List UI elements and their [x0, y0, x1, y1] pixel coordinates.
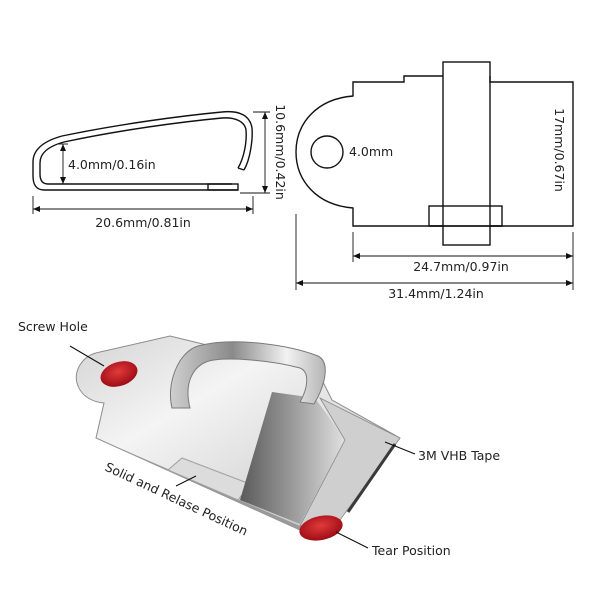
leader-tape — [384, 441, 416, 455]
top-view-drawing — [295, 61, 574, 246]
spring-loop — [170, 341, 326, 409]
top-view-dimensions — [295, 214, 574, 290]
dim-hole-label: 4.0mm — [349, 144, 393, 159]
dim-length-label: 20.6mm/0.81in — [95, 215, 191, 230]
dim-width-label: 17mm/0.67in — [552, 108, 567, 192]
clip-base-tab — [207, 183, 239, 191]
dim-inner-height-label: 4.0mm/0.16in — [68, 157, 156, 172]
side-view-drawing — [32, 110, 253, 191]
screw-hole-marker — [100, 361, 138, 387]
callout-leaders — [69, 345, 416, 549]
dim-total-height-label: 10.6mm/0.42in — [273, 104, 288, 200]
tear-tab-marker — [299, 515, 343, 541]
callout-tape: 3M VHB Tape — [418, 448, 500, 463]
callout-tear: Tear Position — [371, 543, 451, 558]
callout-screw-hole: Screw Hole — [18, 319, 88, 334]
dim-total-length-label: 31.4mm/1.24in — [388, 286, 484, 301]
plate-outline — [295, 75, 443, 227]
clip-profile-inner — [39, 117, 247, 185]
screw-hole-outline — [310, 135, 344, 169]
clip-tail — [237, 167, 245, 171]
top-view-arrowheads — [296, 253, 573, 286]
side-view-arrowheads — [33, 112, 268, 212]
dark-band — [240, 392, 345, 524]
leader-tear — [335, 531, 369, 549]
leader-screw-hole — [69, 345, 105, 367]
center-band — [442, 61, 491, 246]
leader-position — [175, 475, 197, 487]
dim-body-length-label: 24.7mm/0.97in — [413, 259, 509, 274]
clip-illustration — [75, 335, 401, 541]
clip-profile-outer — [32, 110, 253, 191]
band-foot — [428, 205, 503, 227]
